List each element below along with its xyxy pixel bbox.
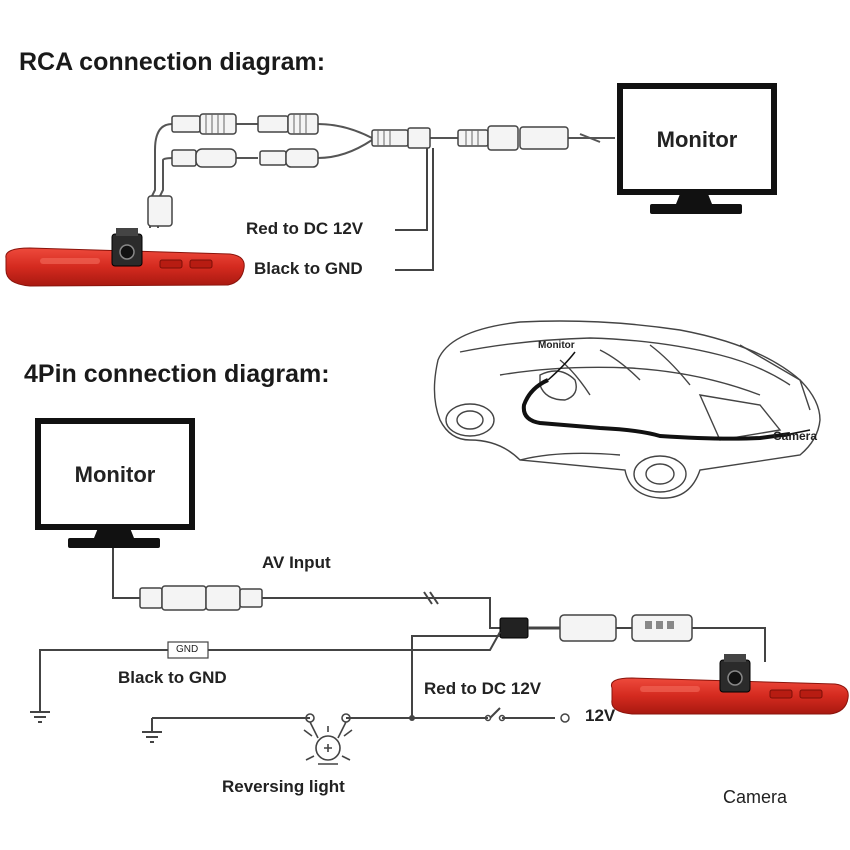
pin4-title: 4Pin connection diagram: [24,360,330,388]
pin4-av-connector [139,585,263,611]
rca-monitor: Monitor [617,83,777,195]
v12-terminal [560,713,570,723]
pin4-camera-label: Camera [723,787,788,807]
reversing-light-icon [303,713,353,765]
pin4-black-label: Black to GND [118,668,227,687]
rca-red-label: Red to DC 12V [246,219,364,238]
rca-connectors [147,113,569,227]
rca-black-label: Black to GND [254,259,363,278]
av-input-label: AV Input [262,553,331,572]
car-monitor-label: Monitor [538,340,575,351]
gnd-tag-label: GND [176,644,199,655]
pin4-monitor-stand [68,528,160,548]
pin4-camera-bar [610,677,849,715]
car-cable-route [521,378,791,441]
rca-connector-ribs [205,114,479,146]
car-camera-label: Camera [773,429,818,443]
pin4-connector-chain [499,614,766,662]
pin4-av-wire [112,548,500,629]
reversing-light-label: Reversing light [222,777,345,796]
pin4-power-wires [39,631,555,732]
rca-power-leaders [395,148,434,271]
pin4-monitor: Monitor [35,418,195,530]
pin4-red-label: Red to DC 12V [424,679,542,698]
rca-monitor-stand [650,194,742,214]
pin4-camera-head [719,654,751,693]
gnd-tag-box [167,641,209,659]
rca-camera-bar [5,247,245,287]
car-illustration [433,320,821,499]
v12-label: 12V [585,706,616,725]
ground-symbol-mid [142,731,162,743]
pin4-monitor-label: Monitor [74,462,156,487]
rca-camera-head [111,228,143,267]
ground-symbol-left [30,711,50,723]
rca-title: RCA connection diagram: [19,48,326,76]
rca-monitor-label: Monitor [656,127,738,152]
